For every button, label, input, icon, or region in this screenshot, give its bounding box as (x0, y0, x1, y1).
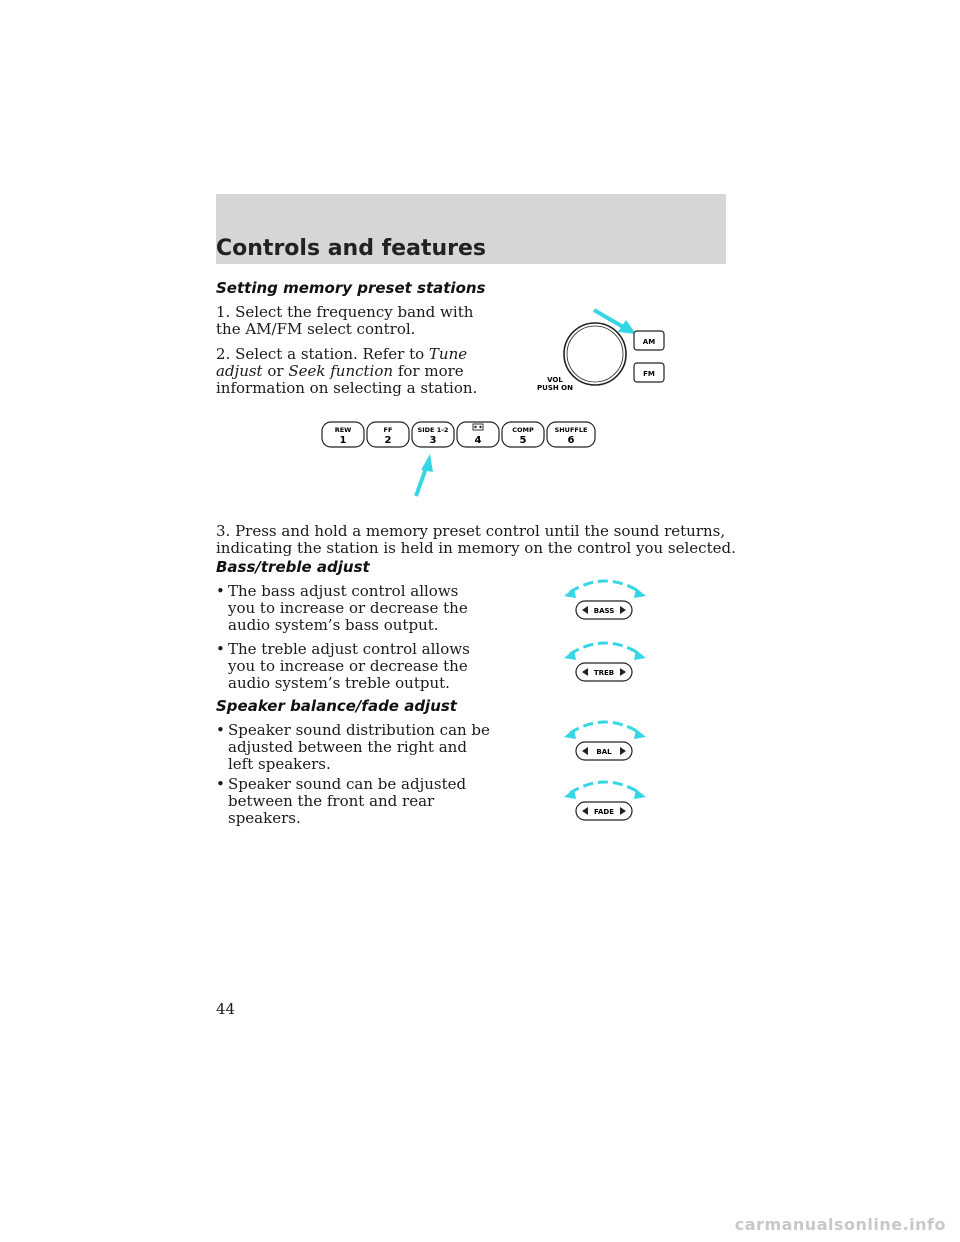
bullet-line: audio system’s bass output. (228, 616, 439, 634)
preset-6-top-label: SHUFFLE (555, 426, 588, 434)
preset-button-3 (411, 421, 455, 448)
section-heading-presets: Setting memory preset stations (216, 279, 486, 297)
step-2-text: 2. Select a station. Refer to (216, 345, 425, 363)
preset-5-number: 5 (520, 435, 527, 446)
treble-label: TREB (594, 669, 614, 677)
watermark: carmanualsonline.info (734, 1215, 946, 1234)
preset-pointer-arrow (414, 454, 433, 497)
fade-control-diagram: FADE (564, 780, 646, 821)
step-2-line: 2. Select a station. Refer to Tune (216, 346, 477, 363)
bullet-line: speakers. (228, 809, 301, 827)
preset-2-top-label: FF (384, 426, 393, 434)
preset-button-2 (366, 421, 410, 448)
fm-button (633, 362, 665, 383)
radio-preset-diagram: VOL PUSH ON AM FM REW 1 FF 2 SIDE 1-2 3 … (321, 308, 665, 497)
bullet-line: you to increase or decrease the (228, 599, 468, 617)
preset-2-number: 2 (385, 435, 392, 446)
bullet-line: between the front and rear (228, 792, 435, 810)
preset-button-4 (456, 421, 500, 448)
step-2-text: or (267, 362, 284, 380)
step-2-text: for more (397, 362, 464, 380)
bullet-line: Speaker sound can be adjusted (228, 775, 467, 793)
vol-label: VOL (547, 376, 563, 384)
volume-knob (563, 322, 627, 386)
balance-label: BAL (596, 748, 612, 756)
page-title: Controls and features (216, 236, 486, 261)
bullet-line: audio system’s treble output. (228, 674, 450, 692)
am-button (633, 330, 665, 351)
bullet-line: you to increase or decrease the (228, 657, 468, 675)
preset-5-top-label: COMP (512, 426, 534, 434)
step-2-line: adjust or Seek function for more (216, 363, 477, 380)
step-2-line: information on selecting a station. (216, 379, 478, 397)
bullet-line: left speakers. (228, 755, 331, 773)
bullet-line: Speaker sound distribution can be (228, 721, 490, 739)
push-on-label: PUSH ON (537, 384, 573, 392)
preset-6-number: 6 (568, 435, 575, 446)
preset-1-top-label: REW (335, 426, 352, 434)
seek-function-ref: Seek function (288, 362, 394, 380)
preset-button-6 (546, 421, 596, 448)
bullet-balance: • Speaker sound distribution can be adju… (216, 722, 496, 773)
am-button-label: AM (643, 338, 655, 346)
section-heading-bass-treble: Bass/treble adjust (216, 558, 370, 576)
tune-ref: Tune (428, 345, 468, 363)
page-number: 44 (216, 1000, 236, 1018)
bullet-marker: • (216, 775, 225, 793)
step-3-line: 3. Press and hold a memory preset contro… (216, 522, 726, 540)
am-pointer-arrow (592, 308, 636, 334)
bullet-line: The treble adjust control allows (228, 640, 470, 658)
bullet-treble: • The treble adjust control allows you t… (216, 641, 496, 692)
tape-icon (472, 423, 484, 431)
preset-3-top-label: SIDE 1-2 (418, 426, 449, 434)
bullet-bass: • The bass adjust control allows you to … (216, 583, 496, 634)
adjust-ref: adjust (216, 362, 263, 380)
preset-button-1 (321, 421, 365, 448)
step-3: 3. Press and hold a memory preset contro… (216, 523, 736, 557)
bullet-line: The bass adjust control allows (228, 582, 459, 600)
preset-1-number: 1 (340, 435, 347, 446)
balance-control-diagram: BAL (564, 720, 646, 761)
preset-3-number: 3 (430, 435, 437, 446)
bullet-fade: • Speaker sound can be adjusted between … (216, 776, 496, 827)
step-1-line: 1. Select the frequency band with (216, 303, 474, 321)
step-2: 2. Select a station. Refer to Tune adjus… (216, 346, 477, 397)
step-1-line: the AM/FM select control. (216, 320, 416, 338)
bullet-marker: • (216, 582, 225, 600)
bullet-line: adjusted between the right and (228, 738, 467, 756)
section-heading-balance-fade: Speaker balance/fade adjust (216, 697, 457, 715)
fade-label: FADE (594, 808, 614, 816)
bass-control-diagram: BASS (564, 579, 646, 620)
bullet-marker: • (216, 640, 225, 658)
preset-4-number: 4 (475, 435, 482, 446)
header-band (216, 194, 726, 264)
bullet-marker: • (216, 721, 225, 739)
step-3-line: indicating the station is held in memory… (216, 539, 736, 557)
step-1: 1. Select the frequency band with the AM… (216, 304, 473, 338)
fm-button-label: FM (643, 370, 655, 378)
treble-control-diagram: TREB (564, 641, 646, 682)
bass-label: BASS (594, 607, 615, 615)
preset-button-5 (501, 421, 545, 448)
